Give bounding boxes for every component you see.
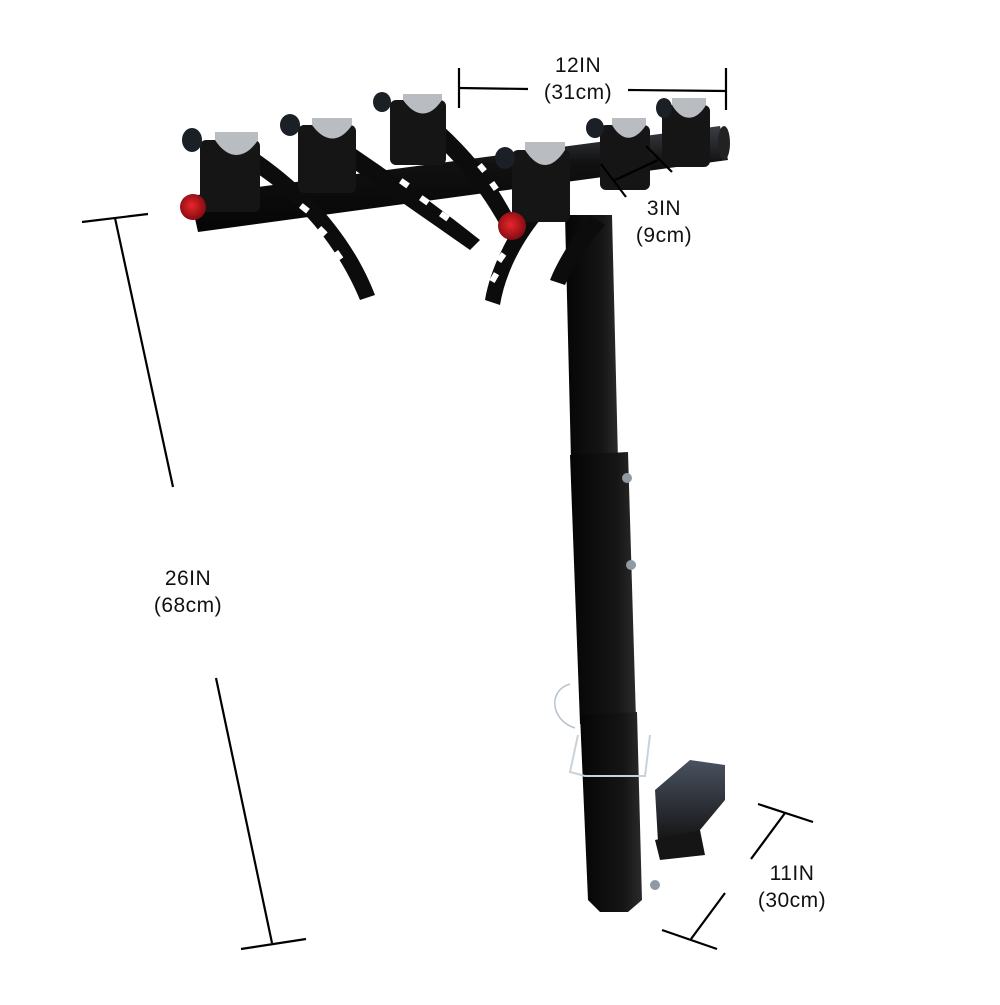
vertical-post — [554, 215, 660, 912]
cradle-spacing-dimension-label: 3IN (9cm) — [626, 195, 702, 249]
top-tube — [190, 126, 730, 232]
cradle-spacing-imperial: 3IN — [646, 197, 682, 220]
hitch-length-metric: (30cm) — [757, 889, 827, 912]
hitch-length-imperial: 11IN — [769, 862, 815, 885]
top-bar-imperial: 12IN — [554, 54, 602, 77]
bike-cradles — [182, 92, 710, 222]
dimension-lines — [81, 68, 814, 951]
top-bar-dimension-label: 12IN (31cm) — [528, 52, 628, 106]
height-dimension-label: 26IN (68cm) — [138, 565, 238, 619]
top-bar-metric: (31cm) — [543, 81, 613, 104]
reflectors — [180, 194, 526, 240]
height-imperial: 26IN — [164, 567, 212, 590]
hitch-bar — [655, 760, 725, 860]
height-metric: (68cm) — [153, 594, 223, 617]
cradle-spacing-metric: (9cm) — [635, 224, 693, 247]
hitch-length-dimension-label: 11IN (30cm) — [742, 860, 842, 914]
